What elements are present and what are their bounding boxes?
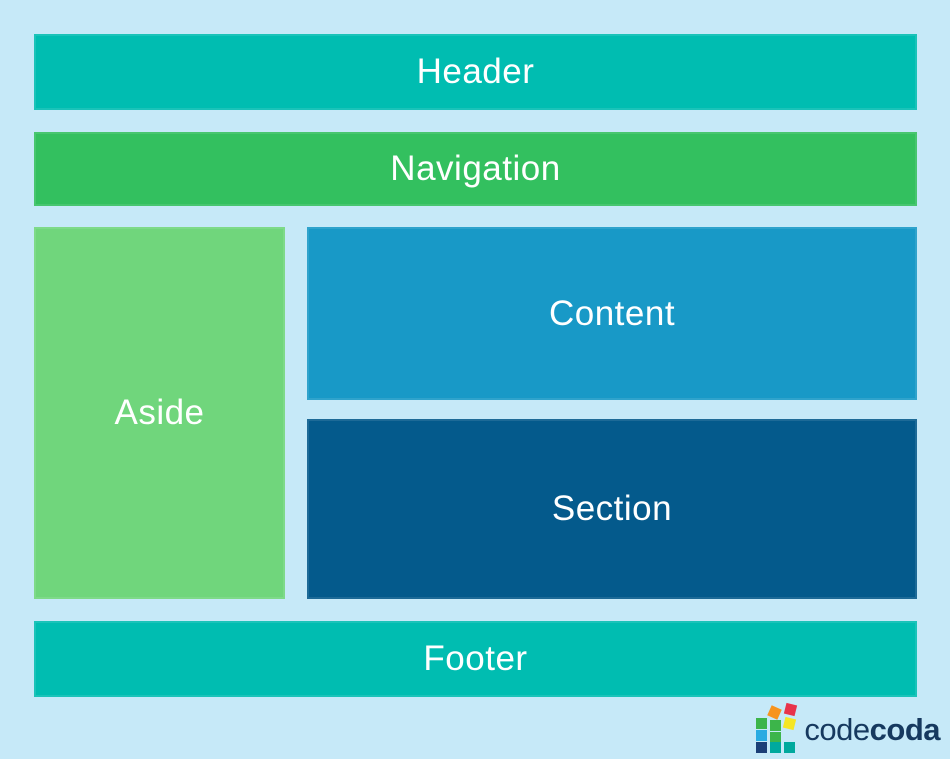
footer-block: Footer (34, 621, 917, 697)
section-block: Section (307, 419, 917, 599)
codecoda-logo: codecoda (754, 702, 941, 754)
footer-block-label: Footer (423, 639, 528, 678)
mosaic-square-navy (756, 742, 768, 753)
mosaic-square-green (756, 718, 768, 729)
header-block-label: Header (416, 52, 535, 91)
mosaic-square-orange (767, 705, 783, 720)
aside-block: Aside (34, 227, 285, 599)
navigation-block: Navigation (34, 132, 917, 206)
mosaic-square-teal (770, 742, 782, 753)
mosaic-square-lightblue (756, 730, 768, 741)
codecoda-mosaic-icon (754, 702, 800, 754)
mosaic-square-teal (784, 742, 796, 753)
mosaic-square-yellow (783, 716, 797, 731)
header-block: Header (34, 34, 917, 110)
mosaic-square-green (770, 732, 782, 743)
logo-text-bold: coda (869, 711, 941, 747)
codecoda-logo-text: codecoda (804, 714, 940, 745)
mosaic-square-green (770, 720, 782, 731)
navigation-block-label: Navigation (390, 149, 561, 188)
logo-text-light: code (804, 711, 870, 747)
mosaic-square-red (784, 702, 798, 717)
content-block: Content (307, 227, 917, 400)
aside-block-label: Aside (114, 393, 205, 432)
content-block-label: Content (548, 293, 676, 333)
section-block-label: Section (551, 489, 673, 528)
